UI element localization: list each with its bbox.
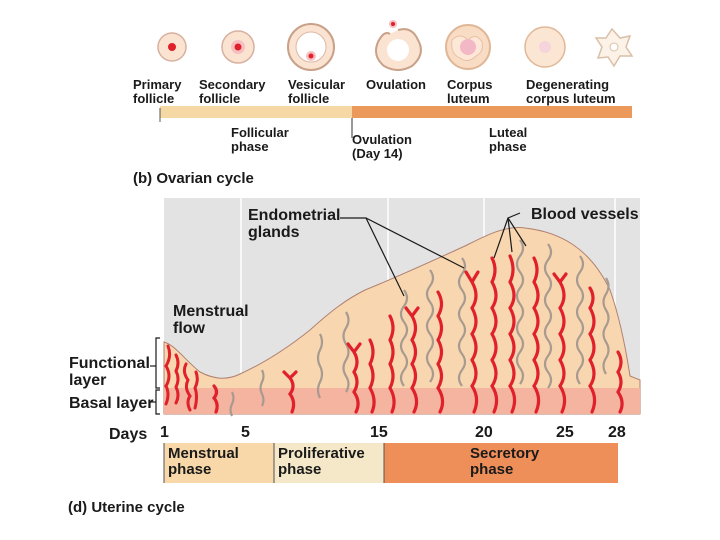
stage-corpus-line2: luteum [447, 91, 490, 106]
stage-label-vesicular: Vesicular follicle [288, 78, 345, 106]
endometrial-glands-label: Endometrial glands [248, 207, 340, 241]
blood-vessels [211, 254, 624, 414]
menstrual-phase-box [164, 443, 274, 483]
ovulation-follicle-icon [375, 20, 422, 71]
vesicular-follicle-icon [287, 23, 335, 71]
primary-follicle-icon [157, 32, 187, 62]
luteal-line2: phase [489, 139, 527, 154]
stage-primary-line1: Primary [133, 77, 182, 92]
stage-secondary-line2: follicle [199, 91, 241, 106]
secretory-phase-line1: Secretory [470, 445, 540, 462]
stage-vesicular-line2: follicle [288, 91, 330, 106]
follicular-line2: phase [231, 139, 269, 154]
leader-lines [340, 212, 527, 297]
proliferative-phase-line2: phase [278, 461, 322, 478]
stage-label-primary: Primary follicle [133, 78, 181, 106]
corpus-luteum-icon [445, 24, 491, 70]
follicular-line1: Follicular [231, 125, 289, 140]
menstrual-flow-line2: flow [173, 320, 205, 337]
menstrual-phase-label: Menstrual phase [168, 446, 239, 478]
luteal-phase-label: Luteal phase [489, 126, 527, 154]
follicular-phase-bar [160, 106, 352, 118]
menstrual-flow-line1: Menstrual [173, 303, 249, 320]
menstrual-blood [164, 344, 199, 412]
stage-label-degenerating: Degenerating corpus luteum [526, 78, 616, 106]
endometrial-glands [229, 239, 610, 417]
stage-label-secondary: Secondary follicle [199, 78, 265, 106]
basal-layer [164, 388, 640, 414]
luteal-phase-bar [352, 106, 632, 118]
layer-brackets [150, 337, 160, 415]
secondary-follicle-icon [221, 30, 255, 64]
basal-layer-label: Basal layer [69, 395, 154, 412]
stage-degenerating-line1: Degenerating [526, 77, 610, 92]
ovarian-caption: (b) Ovarian cycle [133, 170, 254, 187]
functional-line1: Functional [69, 355, 150, 372]
stage-secondary-line1: Secondary [199, 77, 266, 92]
menstrual-phase-line1: Menstrual [168, 445, 239, 462]
ovulation-day-label: Ovulation (Day 14) [352, 133, 412, 161]
functional-layer-label: Functional layer [69, 355, 150, 389]
day-tick-25: 25 [556, 424, 574, 441]
proliferative-phase-line1: Proliferative [278, 445, 365, 462]
day-tick-5: 5 [241, 424, 250, 441]
stage-primary-line2: follicle [133, 91, 175, 106]
stage-label-corpus-luteum: Corpus luteum [447, 78, 493, 106]
secretory-phase-box [384, 443, 618, 483]
blood-vessels-label: Blood vessels [531, 206, 639, 223]
secretory-phase-label: Secretory phase [470, 446, 539, 478]
follicular-phase-label: Follicular phase [231, 126, 289, 154]
stage-ovulation-line1: Ovulation [366, 77, 426, 92]
ovulation-day-line1: Ovulation [352, 132, 412, 147]
endometrial-line2: glands [248, 224, 300, 241]
ovulation-day-line2: (Day 14) [352, 146, 403, 161]
degenerating-corpus-luteum-icon [524, 26, 566, 68]
proliferative-phase-label: Proliferative phase [278, 446, 365, 478]
days-axis-label: Days [109, 426, 148, 443]
uterine-caption: (d) Uterine cycle [68, 499, 185, 516]
day-tick-28: 28 [608, 424, 626, 441]
menstrual-flow-label: Menstrual flow [173, 303, 249, 337]
stage-vesicular-line1: Vesicular [288, 77, 346, 92]
luteal-line1: Luteal [489, 125, 528, 140]
proliferative-phase-box [274, 443, 384, 483]
endometrial-line1: Endometrial [248, 207, 341, 224]
day-tick-15: 15 [370, 424, 388, 441]
day-tick-20: 20 [475, 424, 493, 441]
stage-degenerating-line2: corpus luteum [526, 91, 616, 106]
stage-label-ovulation: Ovulation [366, 78, 426, 92]
functional-line2: layer [69, 372, 107, 389]
stage-corpus-line1: Corpus [447, 77, 493, 92]
day-tick-1: 1 [160, 424, 169, 441]
menstrual-phase-line2: phase [168, 461, 212, 478]
secretory-phase-line2: phase [470, 461, 514, 478]
corpus-albicans-icon [594, 27, 634, 68]
